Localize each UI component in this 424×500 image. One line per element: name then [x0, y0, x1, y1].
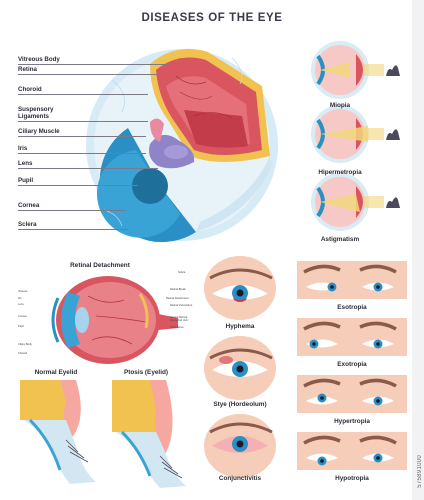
stye-eye [204, 336, 276, 400]
caption-stye: Stye (Hordeolum) [213, 401, 267, 408]
retinal-label-pupil: Pupil [18, 325, 24, 328]
caption-astigmatism: Astigmatism [320, 236, 360, 243]
retinal-label-retinal-break: Retinal Break [170, 288, 186, 291]
myopia-eye [311, 41, 400, 99]
retinal-label-iris: Iris [18, 297, 22, 300]
retinal-label-central-artery: Central Retinal Artery And Vein [170, 316, 188, 322]
hypotropia-eyes [297, 432, 407, 470]
page-title: DISEASES OF THE EYE [141, 12, 283, 24]
label-vitreous-body: Vitreous Body [18, 56, 60, 63]
stock-id: 575891000 [417, 455, 423, 488]
label-choroid: Choroid [18, 86, 42, 93]
label-pupil: Pupil [18, 177, 34, 184]
hyphema-eye [204, 256, 276, 320]
retinal-detachment-title: Retinal Detachment [70, 262, 130, 269]
retinal-label-choroid: Choroid [18, 352, 28, 355]
caption-ptosis: Ptosis (Eyelid) [123, 369, 169, 376]
label-cornea: Cornea [18, 202, 40, 209]
caption-esotropia: Esotropia [337, 304, 367, 311]
label-sclera: Sclera [18, 221, 37, 228]
retinal-label-cornea: Cornea [18, 315, 27, 318]
ptosis-eyelid [112, 380, 186, 488]
caption-hyphema: Hyphema [225, 323, 255, 330]
label-lens: Lens [18, 160, 33, 167]
caption-exotropia: Exotropia [337, 361, 367, 368]
caption-hypotropia: Hypotropia [335, 475, 369, 482]
retinal-label-vitreous: Vitreous [18, 290, 28, 293]
normal-eyelid [20, 380, 96, 484]
label-suspensory-ligaments: Suspensory Ligaments [18, 106, 54, 120]
retinal-label-retinal-vasculature: Retinal Vasculature [170, 304, 193, 307]
caption-myopia: Miopia [329, 102, 351, 109]
retinal-label-retinal-detachment: Retinal Detachment [166, 297, 189, 300]
retinal-label-optic-nerve: Optic Nerve [170, 326, 184, 329]
caption-hypermetropia: Hipermetropia [318, 169, 362, 176]
caption-hypertropia: Hypertropia [334, 418, 370, 425]
stock-id-strip: 575891000 [412, 0, 424, 500]
exotropia-eyes [297, 318, 407, 356]
caption-normal-eyelid: Normal Eyelid [34, 369, 78, 376]
label-retina: Retina [18, 66, 37, 73]
label-ciliary-muscle: Ciliary Muscle [18, 128, 60, 135]
retinal-label-ciliary-body: Ciliary Body [18, 343, 32, 346]
retinal-label-lens: Lens [18, 303, 24, 306]
caption-conjunctivitis: Conjunctivitis [218, 475, 262, 482]
astigmatism-eye [311, 173, 400, 231]
hypertropia-eyes [297, 375, 407, 413]
label-iris: Iris [18, 145, 28, 152]
esotropia-eyes [297, 261, 407, 299]
conjunctivitis-eye [204, 414, 276, 478]
retinal-label-sclera: Sclera [178, 271, 186, 274]
hypermetropia-eye [311, 105, 400, 163]
